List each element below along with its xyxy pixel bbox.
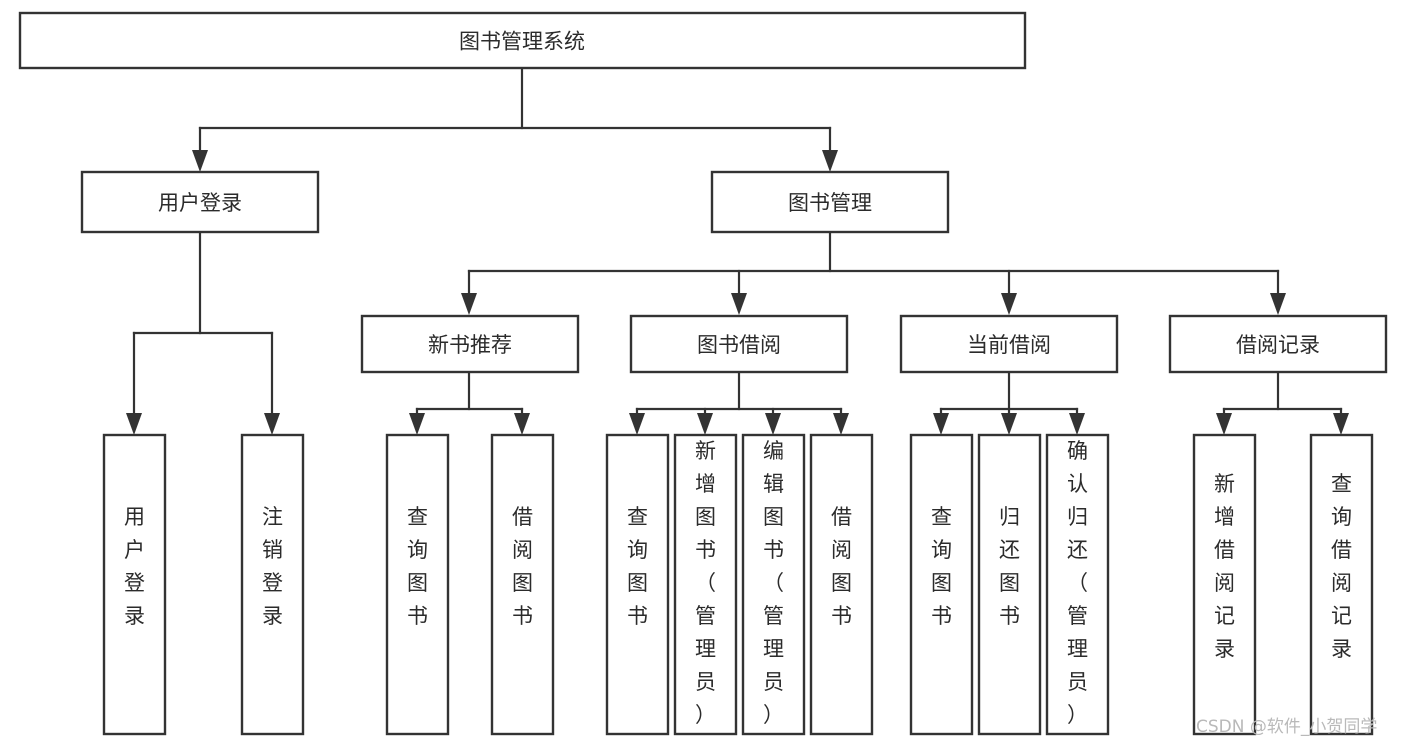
connector-root-to-level2 [192,66,838,172]
node-label: 新增借阅记录 [1214,472,1235,661]
node-label: 查询图书 [931,505,952,628]
arrow-head-icon [1270,293,1286,315]
node-leaf-return-book[interactable]: 归还图书 [977,433,1042,736]
connector-new-book-to-leaves [409,370,530,435]
arrow-head-icon [1001,413,1017,435]
node-leaf-add-book-admin[interactable]: 新增图书（管理员） [673,433,738,736]
arrow-head-icon [126,413,142,435]
node-label: 图书管理 [788,191,872,215]
arrow-head-icon [629,413,645,435]
node-current-borrow[interactable]: 当前借阅 [899,314,1119,374]
node-leaf-edit-book-admin[interactable]: 编辑图书（管理员） [741,433,806,736]
node-leaf-query-borrow-record[interactable]: 查询借阅记录 [1309,433,1374,736]
node-label: 图书管理系统 [459,30,585,54]
node-leaf-borrow-book-borrow[interactable]: 借阅图书 [809,433,874,736]
arrow-head-icon [264,413,280,435]
arrow-head-icon [697,413,713,435]
node-label: 归还图书 [999,505,1020,628]
node-label: 用户登录 [124,505,145,628]
arrow-head-icon [933,413,949,435]
node-book-borrow[interactable]: 图书借阅 [629,314,849,374]
arrow-head-icon [731,293,747,315]
node-leaf-query-book-current[interactable]: 查询图书 [909,433,974,736]
node-new-book-recommend[interactable]: 新书推荐 [360,314,580,374]
arrow-head-icon [1069,413,1085,435]
node-leaf-user-login[interactable]: 用户登录 [102,433,167,736]
node-book-management[interactable]: 图书管理 [710,170,950,234]
node-leaf-query-book-recommend[interactable]: 查询图书 [385,433,450,736]
node-leaf-logout[interactable]: 注销登录 [240,433,305,736]
node-label: 图书借阅 [697,333,781,357]
node-root-system[interactable]: 图书管理系统 [18,11,1027,70]
node-label: 编辑图书（管理员） [763,439,784,727]
node-leaf-query-book-borrow[interactable]: 查询图书 [605,433,670,736]
node-leaf-confirm-return-admin[interactable]: 确认归还（管理员） [1045,433,1110,736]
connector-book-borrow-to-leaves [629,370,849,435]
connector-book-mgmt-to-level3 [461,230,1286,315]
node-label: 用户登录 [158,191,242,215]
node-label: 查询借阅记录 [1331,472,1352,661]
node-user-login[interactable]: 用户登录 [80,170,320,234]
node-label: 新书推荐 [428,333,512,357]
node-label: 当前借阅 [967,333,1051,357]
node-label: 借阅图书 [831,505,852,628]
arrow-head-icon [514,413,530,435]
node-label: 查询图书 [407,505,428,628]
node-label: 借阅图书 [512,505,533,628]
node-leaf-borrow-book-recommend[interactable]: 借阅图书 [490,433,555,736]
node-label: 借阅记录 [1236,333,1320,357]
arrow-head-icon [409,413,425,435]
node-borrow-record[interactable]: 借阅记录 [1168,314,1388,374]
node-label: 查询图书 [627,505,648,628]
arrow-head-icon [822,150,838,172]
node-label: 注销登录 [262,505,283,628]
arrow-head-icon [461,293,477,315]
node-label: 确认归还（管理员） [1067,439,1088,727]
arrow-head-icon [1216,413,1232,435]
connector-current-borrow-to-leaves [933,370,1085,435]
connector-borrow-record-to-leaves [1216,370,1349,435]
node-label: 新增图书（管理员） [695,439,716,727]
arrow-head-icon [192,150,208,172]
arrow-head-icon [765,413,781,435]
watermark-label: CSDN @软件_小贺同学 [1196,717,1377,737]
arrow-head-icon [833,413,849,435]
arrow-head-icon [1333,413,1349,435]
node-leaf-add-borrow-record[interactable]: 新增借阅记录 [1192,433,1257,736]
connector-user-login-to-leaves [126,230,280,435]
arrow-head-icon [1001,293,1017,315]
